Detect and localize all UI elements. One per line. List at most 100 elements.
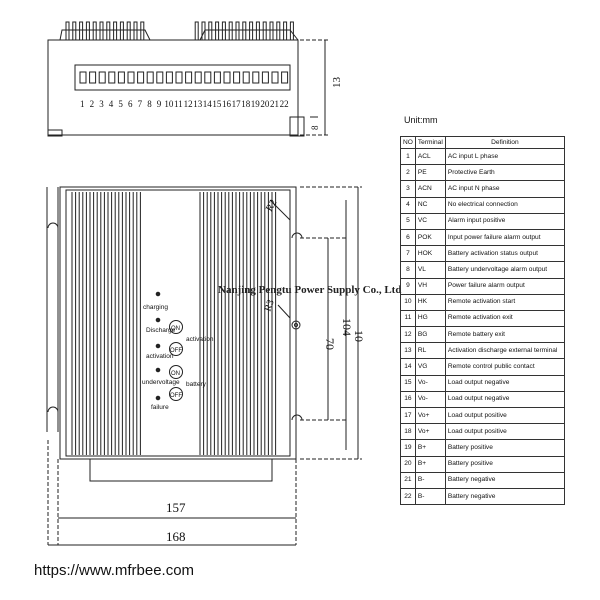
bottom-flange: [89, 458, 273, 482]
header-definition: Definition: [444, 136, 566, 149]
row-terminal: BG: [414, 326, 446, 344]
row-terminal: HOK: [414, 245, 446, 263]
terminal-number: 1: [80, 99, 85, 109]
screw-hole: [291, 320, 301, 330]
activation-led: [155, 343, 161, 349]
terminal-number: 7: [138, 99, 143, 109]
row-definition: Battery negative: [444, 487, 566, 506]
terminal-screw: [185, 71, 193, 84]
row-no: 2: [400, 164, 416, 182]
row-no: 11: [400, 309, 416, 328]
row-terminal: B-: [414, 471, 446, 489]
row-no: 21: [400, 471, 416, 489]
terminal-number: 16: [222, 99, 232, 109]
row-definition: Remote battery exit: [444, 326, 566, 344]
row-definition: Load output negative: [444, 374, 566, 392]
row-definition: No electrical connection: [444, 196, 566, 214]
row-terminal: B-: [414, 487, 446, 506]
fin: [249, 21, 254, 41]
terminal-screw: [252, 71, 260, 84]
row-definition: Load output positive: [444, 406, 566, 425]
terminal-number: 10: [164, 99, 174, 109]
row-no: 17: [400, 406, 416, 425]
row-terminal: ACN: [414, 180, 446, 198]
main-view-inner: [65, 189, 291, 457]
terminal-number: 12: [184, 99, 193, 109]
terminal-screw: [261, 71, 269, 84]
terminal-number: 20: [260, 99, 270, 109]
row-no: 5: [400, 212, 416, 230]
terminal-number: 3: [99, 99, 104, 109]
label-activation: activation: [146, 353, 174, 360]
charging-led: [155, 291, 161, 297]
fin: [106, 21, 111, 41]
fin: [92, 21, 97, 41]
row-definition: Load output positive: [444, 423, 566, 441]
terminal-number: 21: [270, 99, 279, 109]
activation-off-switch: [169, 342, 183, 356]
terminal-screw: [233, 71, 241, 84]
fin: [65, 21, 70, 41]
terminal-screw: [137, 71, 145, 84]
row-no: 13: [400, 342, 416, 360]
fin: [276, 21, 281, 41]
row-definition: Remote activation start: [444, 293, 566, 311]
fin: [72, 21, 77, 41]
row-terminal: VH: [414, 277, 446, 295]
fin: [283, 21, 288, 41]
row-terminal: B+: [414, 455, 446, 473]
terminal-number: 17: [232, 99, 242, 109]
row-terminal: Vo+: [414, 423, 446, 441]
row-no: 4: [400, 196, 416, 214]
fin: [262, 21, 267, 41]
mount-hole-br: [291, 414, 303, 421]
row-definition: Activation discharge external terminal: [444, 342, 566, 360]
terminal-number: 19: [251, 99, 260, 109]
terminal-screw: [242, 71, 250, 84]
row-no: 3: [400, 180, 416, 198]
terminal-number: 18: [241, 99, 251, 109]
footer-url[interactable]: https://www.mfrbee.com: [34, 562, 195, 579]
terminal-screw: [165, 71, 173, 84]
row-terminal: PE: [414, 164, 446, 182]
row-no: 22: [400, 487, 416, 506]
row-definition: Battery positive: [444, 455, 566, 473]
row-no: 6: [400, 228, 416, 247]
fin-outline: [59, 29, 299, 41]
header-terminal: Terminal: [414, 136, 446, 149]
switch-on-1: ON: [171, 326, 180, 332]
foot-left: [47, 129, 63, 137]
dim-168: 168: [166, 529, 186, 544]
row-definition: Battery activation status output: [444, 245, 566, 263]
fin: [79, 21, 84, 41]
label-battery: battery: [186, 381, 207, 388]
fin: [194, 21, 199, 41]
row-definition: AC input L phase: [444, 147, 566, 166]
failure-led: [155, 395, 161, 401]
fin: [242, 21, 247, 41]
terminal-number: 2: [90, 99, 95, 109]
terminal-number: 13: [193, 99, 203, 109]
terminal-screw: [156, 71, 164, 84]
terminal-number: 6: [128, 99, 133, 109]
row-no: 15: [400, 374, 416, 392]
terminal-number: 4: [109, 99, 114, 109]
row-terminal: VC: [414, 212, 446, 230]
activation-on-switch: [169, 320, 183, 334]
row-definition: Battery undervoltage alarm output: [444, 261, 566, 279]
switch-on-2: ON: [171, 371, 180, 377]
switch-off-1: OFF: [170, 348, 182, 354]
fin: [235, 21, 240, 41]
terminal-number: 11: [174, 99, 183, 109]
